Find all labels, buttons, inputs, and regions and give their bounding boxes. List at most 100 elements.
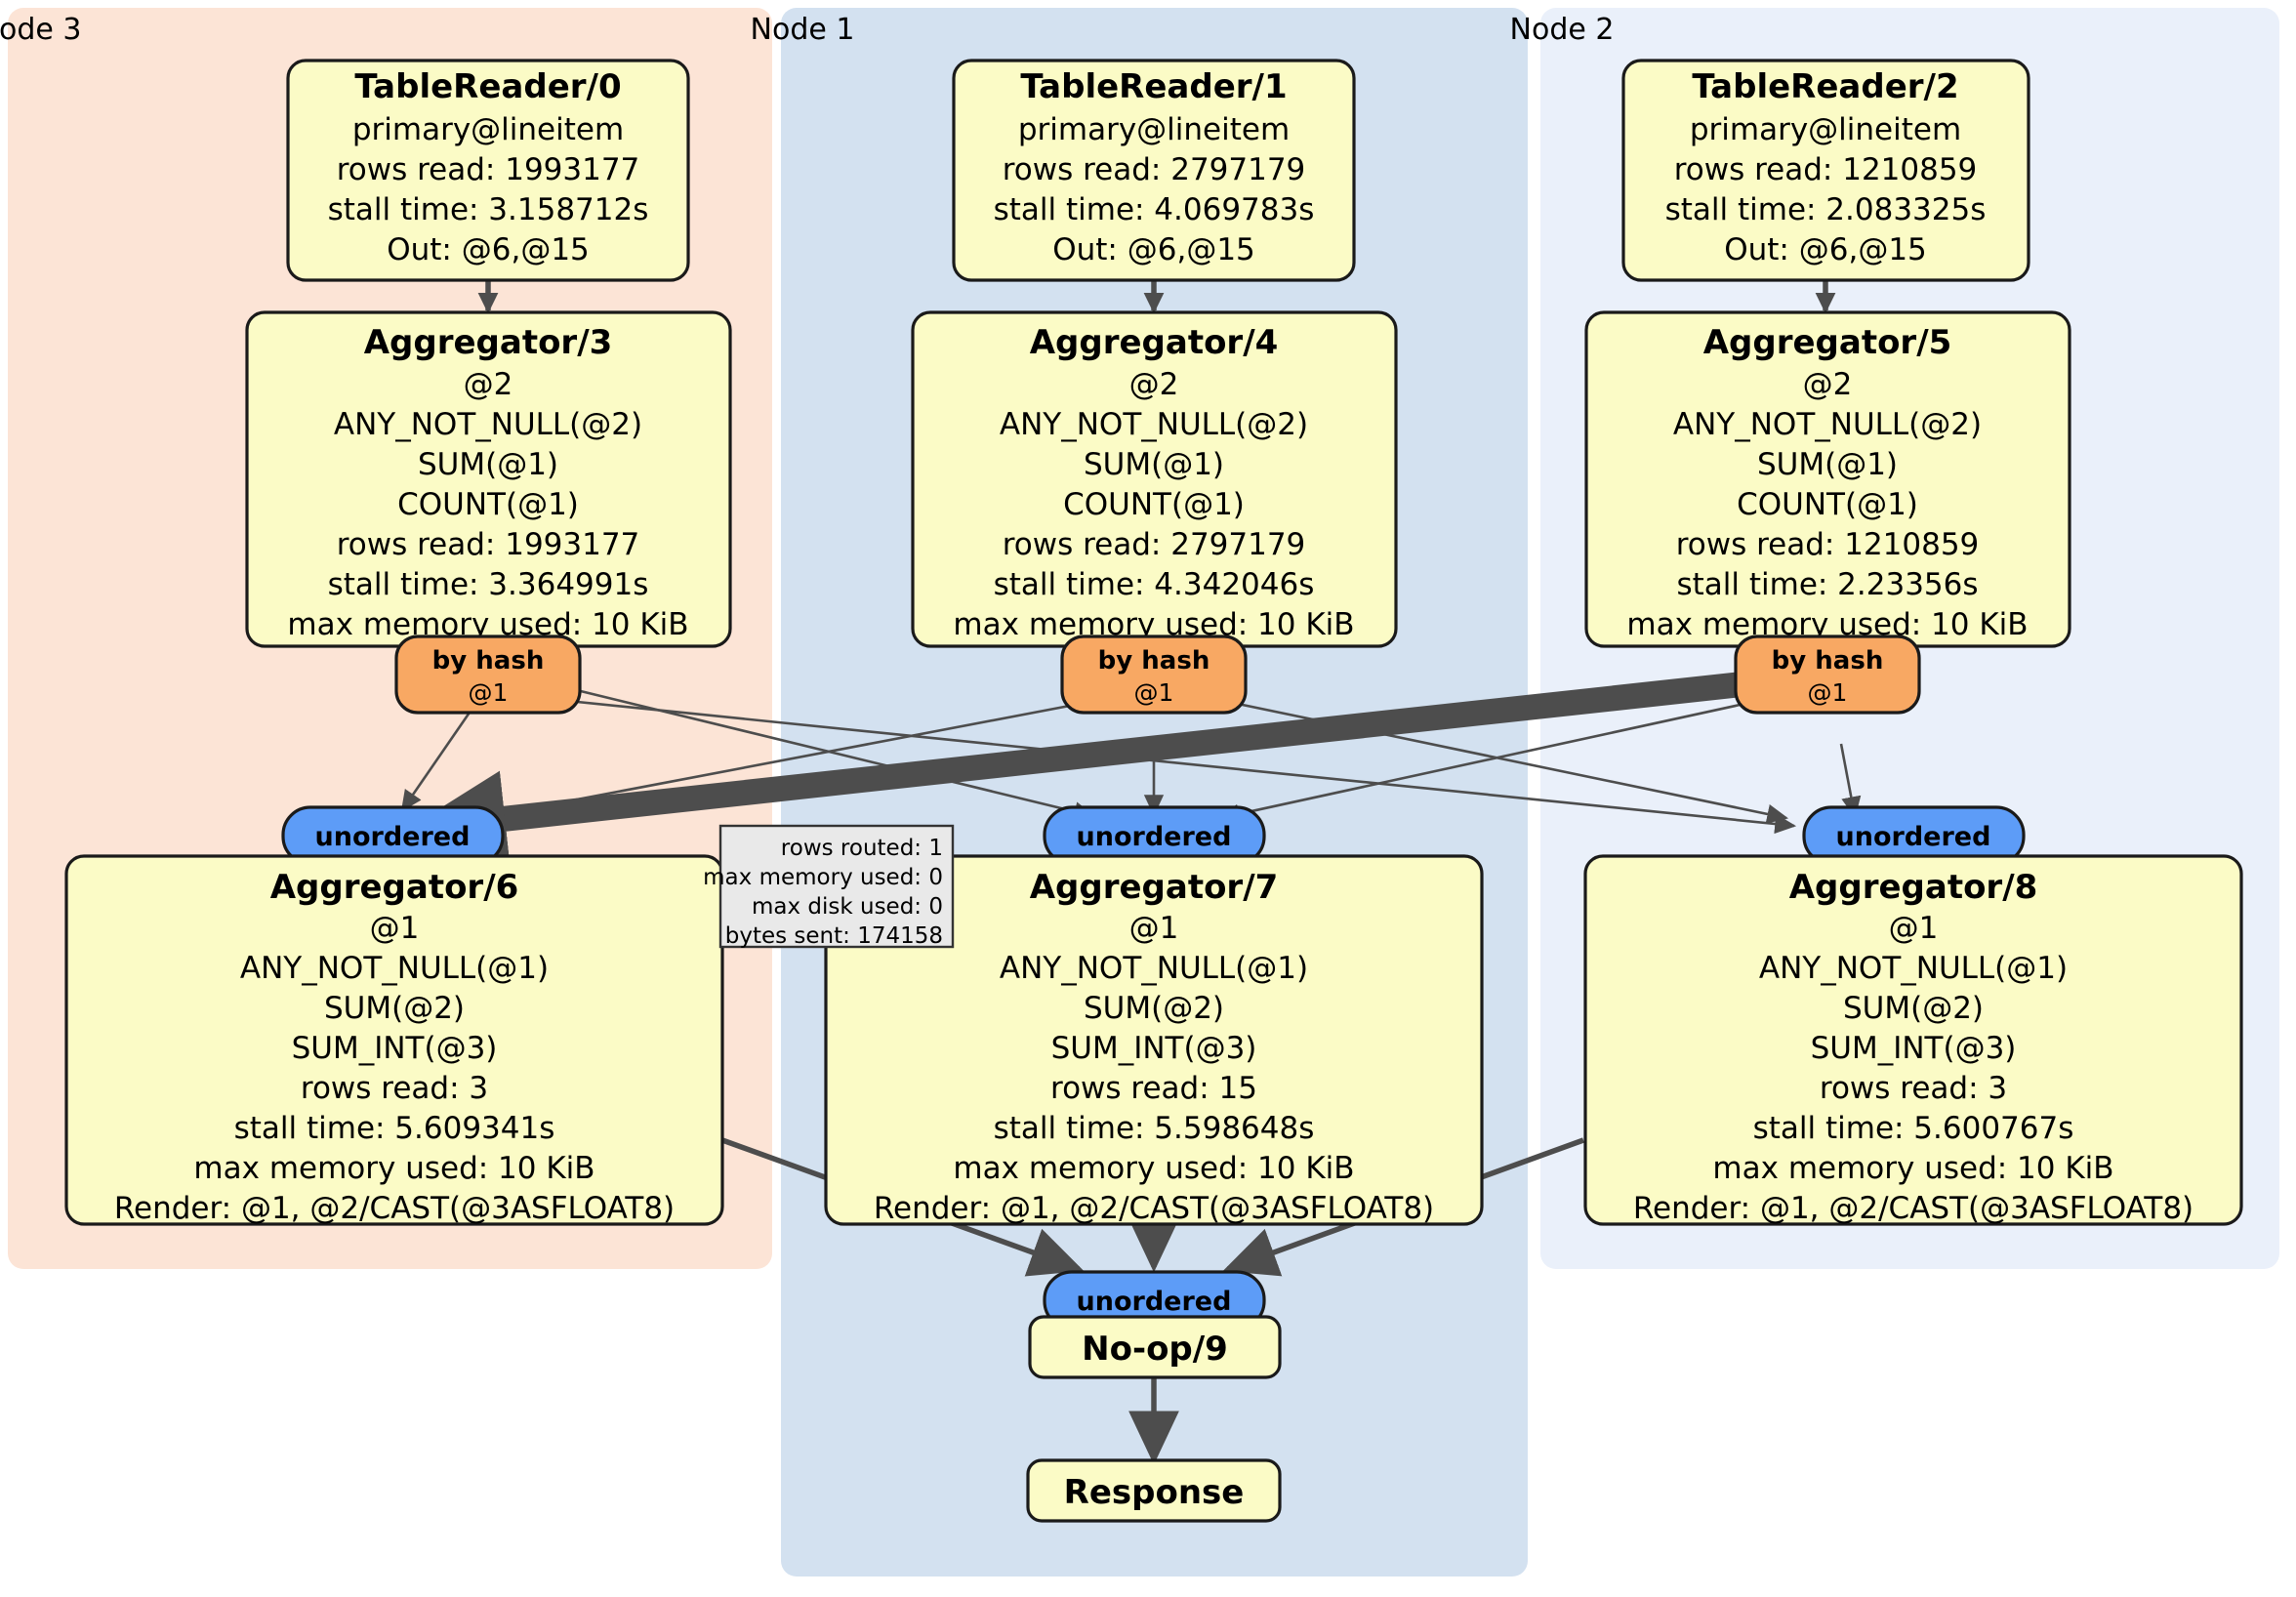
receiver-label: unordered xyxy=(1836,822,1991,852)
processor-line: SUM(@2) xyxy=(1843,991,1984,1026)
processor-noop9[interactable]: No-op/9 xyxy=(1028,1315,1282,1379)
processor-line: ANY_NOT_NULL(@1) xyxy=(240,951,549,986)
processor-line: primary@lineitem xyxy=(352,112,624,147)
processor-line: @2 xyxy=(464,367,513,402)
receiver-unordered7[interactable]: unordered xyxy=(1043,805,1266,866)
processor-line: ANY_NOT_NULL(@1) xyxy=(1759,951,2068,986)
processor-aggregator6[interactable]: Aggregator/6 @1 ANY_NOT_NULL(@1) SUM(@2)… xyxy=(64,854,724,1226)
processor-line: SUM(@2) xyxy=(1084,991,1224,1026)
router-label: by hash xyxy=(1098,646,1210,676)
edge-byhash5-unordered6 xyxy=(406,669,1771,867)
processor-line: Render: @1, @2/CAST(@3ASFLOAT8) xyxy=(1633,1191,2194,1226)
processor-aggregator5[interactable]: Aggregator/5 @2 ANY_NOT_NULL(@2) SUM(@1)… xyxy=(1584,310,2071,648)
processor-line: SUM_INT(@3) xyxy=(1051,1031,1257,1066)
processor-line: stall time: 3.158712s xyxy=(328,192,649,227)
processor-line: rows read: 3 xyxy=(1820,1071,2007,1106)
processor-line: rows read: 2797179 xyxy=(1003,152,1306,187)
processor-line: stall time: 4.342046s xyxy=(994,567,1315,602)
processor-line: stall time: 5.600767s xyxy=(1753,1111,2074,1146)
processor-line: stall time: 3.364991s xyxy=(328,567,649,602)
router-sublabel: @1 xyxy=(469,678,509,707)
processor-tablereader0[interactable]: TableReader/0 primary@lineitem rows read… xyxy=(286,59,690,282)
processor-title: Aggregator/7 xyxy=(1030,868,1279,907)
processor-aggregator4[interactable]: Aggregator/4 @2 ANY_NOT_NULL(@2) SUM(@1)… xyxy=(911,310,1398,648)
processor-line: @2 xyxy=(1803,367,1853,402)
processor-line: COUNT(@1) xyxy=(1063,487,1245,522)
processor-title: TableReader/2 xyxy=(1692,67,1958,106)
processor-line: ANY_NOT_NULL(@2) xyxy=(1673,407,1982,442)
processor-line: @1 xyxy=(370,911,420,946)
processor-line: stall time: 2.23356s xyxy=(1676,567,1978,602)
processor-line: max memory used: 10 KiB xyxy=(953,1151,1354,1186)
processor-line: ANY_NOT_NULL(@2) xyxy=(1000,407,1308,442)
processor-line: SUM(@2) xyxy=(324,991,465,1026)
processor-tablereader1[interactable]: TableReader/1 primary@lineitem rows read… xyxy=(952,59,1356,282)
processor-line: SUM_INT(@3) xyxy=(292,1031,498,1066)
edge-byhash5-unordered8 xyxy=(1839,743,1862,819)
processor-line: Out: @6,@15 xyxy=(387,232,590,267)
receiver-unordered9[interactable]: unordered xyxy=(1043,1270,1266,1331)
tooltip-line: max memory used: 0 xyxy=(703,865,943,890)
processor-line: ANY_NOT_NULL(@2) xyxy=(334,407,642,442)
processor-line: @1 xyxy=(1129,911,1179,946)
processor-line: Out: @6,@15 xyxy=(1724,232,1927,267)
processor-line: COUNT(@1) xyxy=(1737,487,1918,522)
router-label: by hash xyxy=(1772,646,1884,676)
cluster-label-node3: Node 3 xyxy=(0,13,81,47)
processor-response[interactable]: Response xyxy=(1026,1458,1282,1523)
processor-line: stall time: 2.083325s xyxy=(1665,192,1987,227)
processor-title: Response xyxy=(1064,1473,1245,1512)
router-sublabel: @1 xyxy=(1134,678,1174,707)
processor-aggregator3[interactable]: Aggregator/3 @2 ANY_NOT_NULL(@2) SUM(@1)… xyxy=(245,310,732,648)
processor-line: primary@lineitem xyxy=(1018,112,1290,147)
processor-aggregator8[interactable]: Aggregator/8 @1 ANY_NOT_NULL(@1) SUM(@2)… xyxy=(1583,854,2243,1226)
processor-line: stall time: 4.069783s xyxy=(994,192,1315,227)
cluster-label-node2: Node 2 xyxy=(1510,13,1615,47)
processor-title: Aggregator/4 xyxy=(1030,323,1279,362)
processor-line: SUM(@1) xyxy=(1084,447,1224,482)
processor-line: rows read: 3 xyxy=(301,1071,488,1106)
edge-byhash5-unordered7 xyxy=(1217,697,1768,824)
tooltip-line: rows routed: 1 xyxy=(781,836,943,861)
processor-title: Aggregator/6 xyxy=(270,868,519,907)
processor-line: @2 xyxy=(1129,367,1179,402)
processor-line: SUM(@1) xyxy=(1757,447,1898,482)
processor-tablereader2[interactable]: TableReader/2 primary@lineitem rows read… xyxy=(1621,59,2030,282)
processor-line: SUM(@1) xyxy=(418,447,558,482)
cluster-label-node1: Node 1 xyxy=(751,13,855,47)
receiver-label: unordered xyxy=(1077,822,1232,852)
processor-title: Aggregator/5 xyxy=(1703,323,1952,362)
receiver-unordered6[interactable]: unordered xyxy=(281,805,505,866)
receiver-label: unordered xyxy=(315,822,471,852)
receiver-unordered8[interactable]: unordered xyxy=(1802,805,2026,866)
router-byhash3[interactable]: by hash @1 xyxy=(394,635,582,715)
stream-stats-tooltip: rows routed: 1 max memory used: 0 max di… xyxy=(703,824,955,949)
processor-line: max memory used: 10 KiB xyxy=(193,1151,594,1186)
processor-line: rows read: 1210859 xyxy=(1674,152,1978,187)
processor-line: primary@lineitem xyxy=(1690,112,1961,147)
processor-line: rows read: 1993177 xyxy=(337,527,640,562)
router-byhash5[interactable]: by hash @1 xyxy=(1734,635,1921,715)
processor-title: Aggregator/8 xyxy=(1789,868,2038,907)
processor-line: rows read: 15 xyxy=(1050,1071,1257,1106)
processor-line: ANY_NOT_NULL(@1) xyxy=(1000,951,1308,986)
processor-line: stall time: 5.598648s xyxy=(994,1111,1315,1146)
tooltip-line: max disk used: 0 xyxy=(752,894,943,920)
processor-line: Render: @1, @2/CAST(@3ASFLOAT8) xyxy=(874,1191,1434,1226)
processor-line: Render: @1, @2/CAST(@3ASFLOAT8) xyxy=(114,1191,675,1226)
processor-line: stall time: 5.609341s xyxy=(234,1111,555,1146)
receiver-label: unordered xyxy=(1077,1287,1232,1317)
processor-line: rows read: 1993177 xyxy=(337,152,640,187)
processor-line: SUM_INT(@3) xyxy=(1811,1031,2017,1066)
processor-aggregator7[interactable]: Aggregator/7 @1 ANY_NOT_NULL(@1) SUM(@2)… xyxy=(824,854,1484,1226)
router-byhash4[interactable]: by hash @1 xyxy=(1060,635,1248,715)
tooltip-line: bytes sent: 174158 xyxy=(725,923,943,949)
router-label: by hash xyxy=(432,646,545,676)
processor-line: rows read: 2797179 xyxy=(1003,527,1306,562)
edge-byhash3-unordered8 xyxy=(548,697,1797,835)
processor-line: COUNT(@1) xyxy=(397,487,579,522)
router-sublabel: @1 xyxy=(1808,678,1848,707)
processor-line: Out: @6,@15 xyxy=(1052,232,1255,267)
processor-title: TableReader/1 xyxy=(1020,67,1287,106)
